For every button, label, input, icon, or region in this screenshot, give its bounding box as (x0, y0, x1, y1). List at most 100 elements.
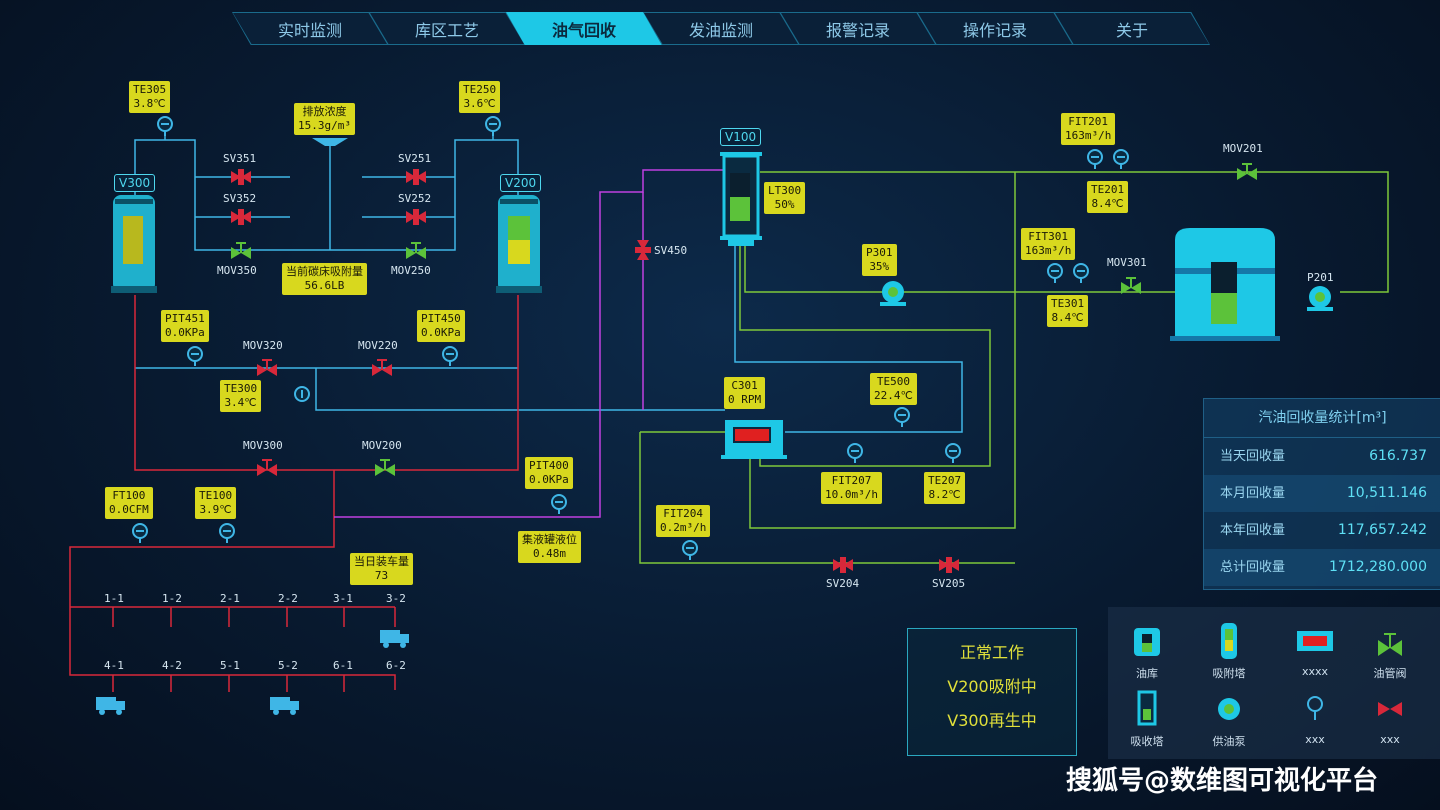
mov320-valve[interactable] (256, 359, 278, 377)
te500-gauge-icon (894, 407, 910, 428)
mov220-label: MOV220 (358, 339, 398, 352)
tab-alarm-log[interactable]: 报警记录 (780, 12, 936, 45)
bay-label: 3-1 (333, 592, 353, 605)
sv205-label: SV205 (932, 577, 966, 590)
te305-gauge-icon (157, 116, 173, 137)
pipe-valve-icon (1378, 633, 1402, 656)
truck-icon (270, 697, 299, 715)
tab-realtime[interactable]: 实时监测 (232, 12, 388, 45)
te201-gauge-icon (1113, 149, 1129, 170)
sv352-valve[interactable] (231, 209, 251, 225)
sv251-valve[interactable] (406, 169, 426, 185)
sv205-valve[interactable] (939, 557, 959, 573)
bay-label: 2-2 (278, 592, 298, 605)
bay-label: 4-1 (104, 659, 124, 672)
sv450-valve[interactable] (635, 240, 651, 260)
tab-about[interactable]: 关于 (1054, 12, 1210, 45)
absorber-icon (1137, 690, 1157, 726)
bay-label: 1-1 (104, 592, 124, 605)
mov350-label: MOV350 (217, 264, 257, 277)
sv450-label: SV450 (654, 244, 688, 257)
te300-gauge-icon (294, 386, 310, 402)
sv351-valve[interactable] (231, 169, 251, 185)
status-line: V200吸附中 (947, 677, 1037, 696)
p201-pump[interactable] (1307, 286, 1333, 311)
v200-tower[interactable] (496, 195, 542, 293)
legend-item: 油管阀 (1355, 621, 1425, 681)
stats-title: 汽油回收量统计[m³] (1204, 399, 1440, 438)
mov201-valve[interactable] (1236, 163, 1258, 181)
legend-item: 供油泵 (1194, 689, 1264, 749)
p201-label: P201 (1307, 271, 1334, 284)
legend-item: 油库 (1112, 621, 1182, 681)
legend-panel: 油库 吸附塔 xxxx 油管阀 吸收塔 供油泵 xxx xxx (1108, 607, 1440, 759)
mov350-valve[interactable] (230, 242, 252, 260)
sv204-label: SV204 (826, 577, 860, 590)
v100-label: V100 (720, 128, 762, 146)
solenoid-valve-icon (1378, 702, 1402, 716)
fit204-gauge-icon (682, 540, 698, 561)
mov250-valve[interactable] (405, 242, 427, 260)
mov250-label: MOV250 (391, 264, 431, 277)
oil-tank[interactable] (1170, 228, 1280, 341)
status-line: V300再生中 (947, 711, 1037, 730)
status-line: 正常工作 (959, 643, 1024, 662)
sv351-label: SV351 (223, 152, 257, 165)
te301-gauge-icon (1073, 263, 1089, 284)
tab-label: 实时监测 (277, 20, 342, 40)
fit201-gauge-icon (1087, 149, 1103, 170)
sv204-valve[interactable] (833, 557, 853, 573)
mov301-label: MOV301 (1107, 256, 1147, 269)
tab-label: 发油监测 (688, 20, 753, 40)
v300-tower[interactable] (111, 195, 157, 293)
v300-label: V300 (114, 174, 156, 192)
p301-pump[interactable] (880, 281, 906, 306)
legend-item: 吸附塔 (1194, 621, 1264, 681)
mov220-valve[interactable] (371, 359, 393, 377)
compressor-icon (1297, 631, 1333, 651)
tab-vapor-recovery[interactable]: 油气回收 (506, 12, 662, 45)
tab-dispatch-monitor[interactable]: 发油监测 (643, 12, 799, 45)
v100-absorber[interactable] (720, 152, 762, 246)
tab-depot-process[interactable]: 库区工艺 (369, 12, 525, 45)
mov200-valve[interactable] (374, 459, 396, 477)
bay-label: 6-2 (386, 659, 406, 672)
gauge-icon (1307, 696, 1323, 720)
bay-label: 5-1 (220, 659, 240, 672)
tab-label: 库区工艺 (414, 20, 479, 40)
pit400-gauge-icon (551, 494, 567, 515)
adsorber-icon (1221, 623, 1237, 659)
ft100-gauge-icon (132, 523, 148, 544)
te207-gauge-icon (945, 443, 961, 464)
c301-compressor[interactable] (721, 420, 787, 459)
legend-item: 吸收塔 (1112, 689, 1182, 749)
mov201-label: MOV201 (1223, 142, 1263, 155)
sv252-valve[interactable] (406, 209, 426, 225)
bay-label: 6-1 (333, 659, 353, 672)
te100-gauge-icon (219, 523, 235, 544)
supply-pump-icon (1218, 698, 1240, 720)
pit450-gauge-icon (442, 346, 458, 367)
mov300-valve[interactable] (256, 459, 278, 477)
emission-sensor-icon (312, 138, 348, 146)
tab-operation-log[interactable]: 操作记录 (917, 12, 1073, 45)
